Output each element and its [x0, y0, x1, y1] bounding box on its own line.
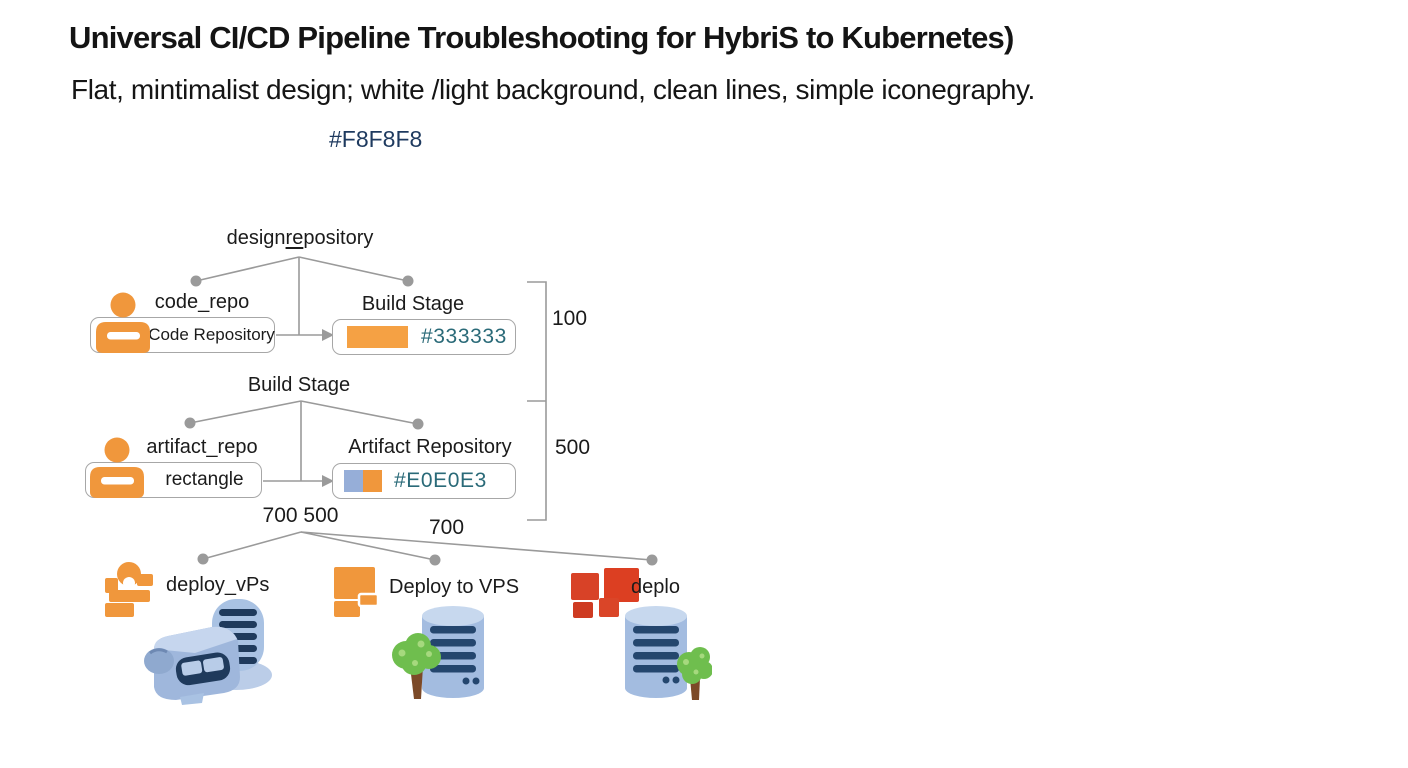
fan3-left-dot: [197, 553, 209, 565]
arrow-head-1: [322, 329, 334, 341]
measure-500: 500: [555, 436, 591, 459]
measure-bracket: [527, 281, 547, 521]
code-repository-box-label: Code Repository: [148, 325, 275, 344]
root-label-prefix: design: [226, 227, 286, 249]
red-squares-icon: [571, 568, 639, 618]
code-repo-title: code_repo: [154, 291, 250, 313]
background-hex-label: #F8F8F8: [329, 126, 423, 152]
artifact-repository-box: #E0E0E3: [332, 463, 516, 499]
fan-label-700: 700: [429, 516, 465, 539]
deploy-to-vps-node-label: Deploy to VPS: [389, 576, 520, 598]
person-icon: [96, 292, 150, 353]
root-label-underscored: re: [285, 227, 304, 249]
person-icon: [90, 437, 144, 498]
person-blocks-icon: [105, 562, 153, 617]
machine-server-illustration: [144, 599, 272, 705]
root-node-label: designrepository: [210, 227, 390, 250]
deploy-vps-node-label: deploy_vPs: [166, 574, 270, 596]
build-stage-hex-label: #333333: [421, 325, 507, 348]
fan-label-700-500: 700 500: [262, 504, 339, 527]
fan3-right-dot: [646, 554, 658, 566]
fan2-right-dot: [412, 418, 424, 430]
blue-orange-color-swatch: [344, 470, 382, 492]
tree-server-illustration: [392, 606, 484, 699]
root-label-suffix: pository: [303, 227, 374, 249]
arrow-head-2: [322, 475, 334, 487]
fan-3: [202, 531, 653, 561]
artifact-repository-hex-label: #E0E0E3: [394, 469, 487, 492]
fan1-left-dot: [190, 275, 202, 287]
page-subtitle: Flat, mintimalist design; white /light b…: [71, 74, 1035, 105]
orange-color-swatch: [347, 326, 408, 348]
fan2-left-dot: [184, 417, 196, 429]
measure-100: 100: [552, 307, 588, 330]
fan1-right-dot: [402, 275, 414, 287]
fan-1: [195, 256, 409, 336]
fan3-middle-dot: [429, 554, 441, 566]
build-stage-heading: Build Stage: [247, 374, 351, 396]
deplo-node-label: deplo: [631, 576, 680, 598]
orange-blocks-icon: [334, 567, 380, 617]
fan-2: [189, 400, 419, 482]
page-title: Universal CI/CD Pipeline Troubleshooting…: [69, 20, 1014, 55]
artifact-repository-title: Artifact Repository: [348, 436, 512, 458]
build-stage-box: #333333: [332, 319, 516, 355]
artifact-repo-title: artifact_repo: [146, 436, 258, 458]
build-stage-title: Build Stage: [361, 293, 465, 315]
server-tree-illustration: [625, 606, 712, 700]
rectangle-box-label: rectangle: [165, 469, 244, 490]
